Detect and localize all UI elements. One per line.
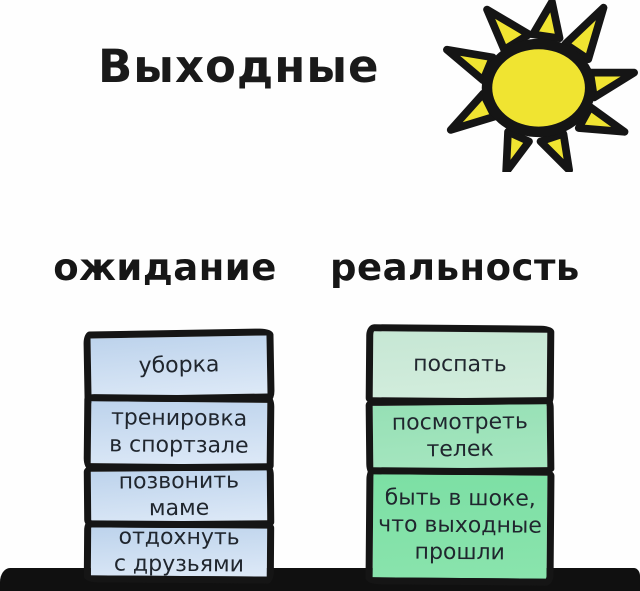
block-line: что выходные [378,512,542,539]
block-line: телек [426,436,494,462]
reality-block-shock: быть в шоке, что выходные прошли [365,467,555,586]
block-line: прошли [414,539,506,566]
block-line: посмотреть [391,408,529,436]
expectation-header: ожидание [53,246,277,289]
expectation-block-cleaning: уборка [83,328,275,404]
block-line: тренировка [110,405,248,432]
expectation-block-gym: тренировка в спортзале [83,394,275,472]
reality-header: реальность [330,246,580,289]
expectation-stack: уборка тренировка в спортзале позвонить … [83,328,275,584]
block-line: отдохнуть [118,524,240,551]
block-line: с друзьями [113,551,245,578]
expectation-block-call-mom: позвонить маме [83,463,275,529]
block-line: быть в шоке, [384,485,536,512]
expectation-block-friends: отдохнуть с друзьями [83,520,275,584]
reality-stack: поспать посмотреть телек быть в шоке, чт… [365,324,555,586]
block-line: позвонить [118,468,240,495]
block-line: уборка [138,351,220,379]
sun-icon [443,0,638,172]
reality-block-sleep: поспать [365,324,555,406]
block-line: поспать [413,351,507,377]
block-line: маме [148,495,210,522]
page-title: Выходные [98,40,380,93]
block-line: в спортзале [109,432,249,459]
reality-block-tv: посмотреть телек [365,397,555,476]
